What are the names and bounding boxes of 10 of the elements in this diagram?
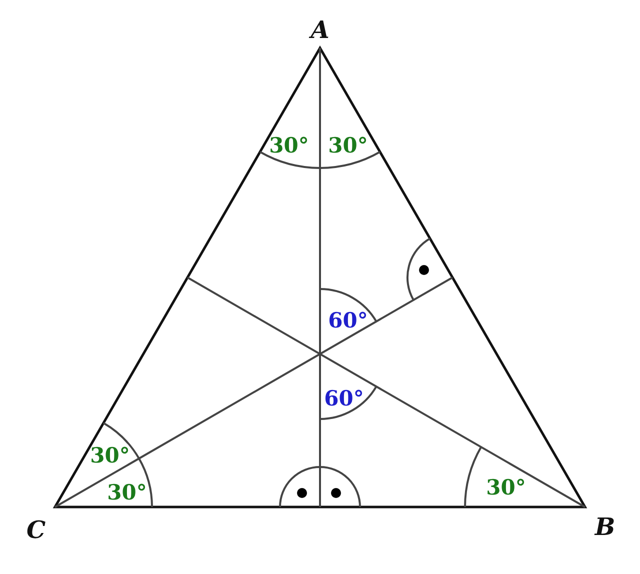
vertex-label: C <box>26 518 46 542</box>
angle-label: 30° <box>90 444 130 466</box>
angle-label: 30° <box>328 134 368 156</box>
angle-label: 30° <box>269 134 309 156</box>
angle-label: 30° <box>486 476 526 498</box>
angle-label: 60° <box>324 388 364 408</box>
angle-label: 60° <box>328 310 368 330</box>
vertex-label: B <box>594 515 616 539</box>
vertex-label: A <box>310 18 330 42</box>
angle-label: 30° <box>107 482 147 502</box>
